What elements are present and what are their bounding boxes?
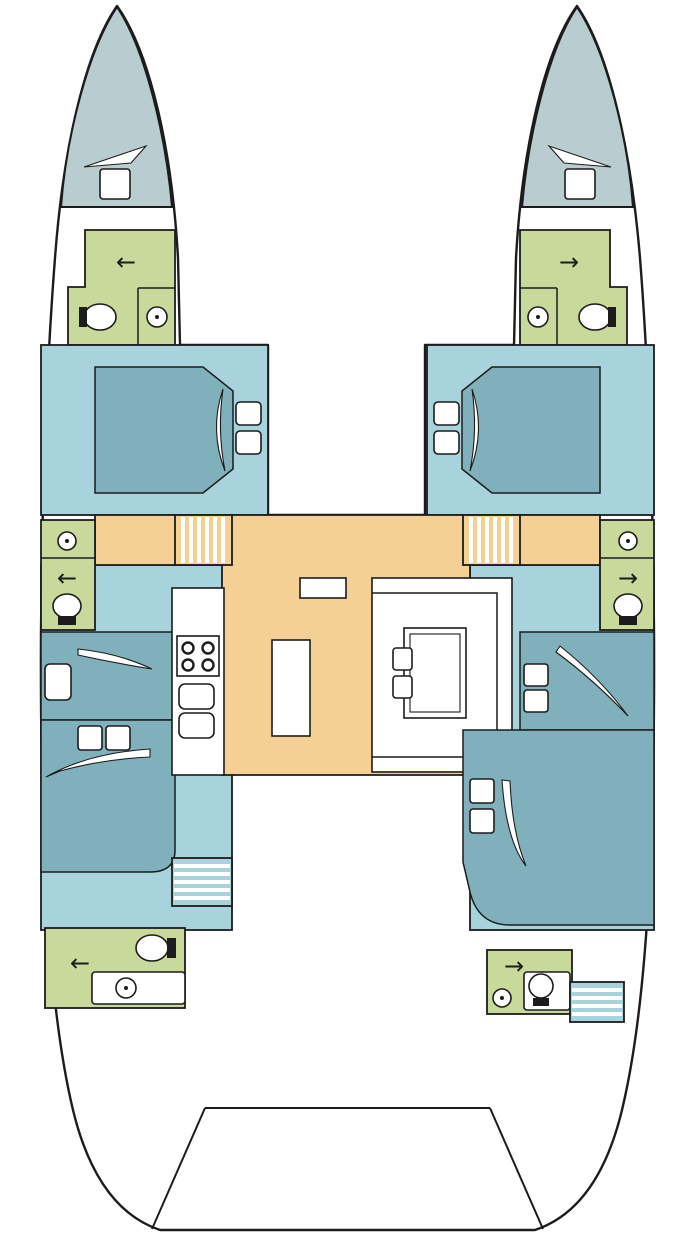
toilet-tank bbox=[58, 616, 76, 625]
seat-cushion bbox=[392, 675, 413, 699]
pillow bbox=[235, 430, 262, 455]
saloon-table bbox=[271, 639, 311, 737]
toilet-icon bbox=[528, 973, 554, 999]
toilet-icon bbox=[578, 303, 612, 331]
starboard-bow-window-icon bbox=[547, 144, 612, 168]
seat-cushion bbox=[392, 647, 413, 671]
port-forward-head-divider bbox=[137, 287, 175, 345]
sink-drain bbox=[536, 315, 540, 319]
starboard-companionway-stairs bbox=[462, 514, 521, 566]
port-stairs-steps bbox=[181, 517, 225, 563]
pillow bbox=[433, 401, 460, 426]
starboard-bow-peak bbox=[520, 5, 635, 208]
pillow bbox=[469, 778, 495, 804]
pillow bbox=[235, 401, 262, 426]
starboard-double-berth bbox=[462, 729, 655, 926]
toilet-tank bbox=[167, 938, 176, 958]
port-bow-locker bbox=[59, 5, 174, 208]
door-arrow-right-icon: → bbox=[559, 248, 579, 276]
port-forward-cabin bbox=[40, 344, 269, 516]
port-bow-peak bbox=[59, 5, 174, 208]
door-arrow-right-icon: → bbox=[504, 952, 524, 980]
starboard-aft-cabin bbox=[462, 631, 655, 926]
port-hull-stairs-steps bbox=[174, 864, 230, 900]
port-side-head: ← bbox=[40, 519, 96, 631]
galley-sink bbox=[178, 683, 215, 710]
port-companionway-stairs bbox=[174, 514, 233, 566]
pillow bbox=[105, 725, 131, 751]
pillow bbox=[523, 663, 549, 687]
sink-drain bbox=[500, 996, 504, 1000]
dinette-table-inner bbox=[409, 633, 461, 713]
galley-sink bbox=[178, 712, 215, 739]
starboard-bow-locker bbox=[520, 5, 635, 208]
decor-swoosh-icon bbox=[469, 388, 480, 472]
starboard-aft-head: → bbox=[486, 949, 625, 1023]
door-arrow-right-icon: → bbox=[618, 564, 638, 592]
starboard-hull-stairs-steps bbox=[572, 988, 622, 1016]
starboard-stairs-steps bbox=[469, 517, 513, 563]
decor-swoosh-icon bbox=[555, 645, 629, 717]
burner-icon bbox=[201, 641, 215, 655]
settee-bench-line bbox=[372, 592, 498, 758]
galley-counter bbox=[171, 587, 225, 776]
toilet-icon bbox=[83, 303, 117, 331]
toilet-icon bbox=[52, 593, 82, 619]
pillow bbox=[523, 689, 549, 713]
sink-drain bbox=[124, 986, 128, 990]
port-forward-head: ← bbox=[67, 229, 176, 346]
decor-swoosh-icon bbox=[45, 748, 151, 778]
pillow bbox=[433, 430, 460, 455]
starboard-forward-cabin bbox=[426, 344, 655, 516]
toilet-tank bbox=[533, 998, 549, 1006]
starboard-foredeck-hatch bbox=[564, 168, 596, 200]
mast-step bbox=[299, 577, 347, 599]
port-bow-window-icon bbox=[83, 144, 148, 168]
door-arrow-left-icon: ← bbox=[70, 949, 90, 977]
galley bbox=[171, 587, 225, 776]
starboard-forward-head-divider bbox=[520, 287, 558, 345]
port-aft-cabin bbox=[40, 631, 233, 907]
transom-steps-outline bbox=[151, 1107, 544, 1230]
toilet-tank bbox=[619, 616, 637, 625]
decor-swoosh-icon bbox=[77, 648, 153, 670]
toilet-tank bbox=[608, 307, 616, 327]
port-foredeck-hatch bbox=[99, 168, 131, 200]
door-arrow-left-icon: ← bbox=[57, 564, 77, 592]
starboard-forward-berth bbox=[461, 366, 601, 494]
toilet-icon bbox=[613, 593, 643, 619]
toilet-icon bbox=[135, 934, 169, 962]
sink-drain bbox=[626, 539, 630, 543]
sink-drain bbox=[155, 315, 159, 319]
dinette-settee bbox=[371, 577, 513, 773]
burner-icon bbox=[181, 658, 195, 672]
port-forward-berth bbox=[94, 366, 234, 494]
vanity-console bbox=[91, 971, 186, 1005]
decor-swoosh-icon bbox=[501, 779, 527, 867]
starboard-side-head: → bbox=[599, 519, 655, 631]
pillow bbox=[77, 725, 103, 751]
decor-swoosh-icon bbox=[215, 388, 226, 472]
starboard-forward-head: → bbox=[519, 229, 628, 346]
door-arrow-left-icon: ← bbox=[116, 248, 136, 276]
toilet-tank bbox=[79, 307, 87, 327]
port-aft-head: ← bbox=[44, 927, 186, 1009]
pillow bbox=[44, 663, 72, 701]
stove-icon bbox=[176, 635, 220, 677]
pillow bbox=[469, 808, 495, 834]
dinette-table bbox=[403, 627, 467, 719]
sink-drain bbox=[65, 539, 69, 543]
burner-icon bbox=[181, 641, 195, 655]
burner-icon bbox=[201, 658, 215, 672]
